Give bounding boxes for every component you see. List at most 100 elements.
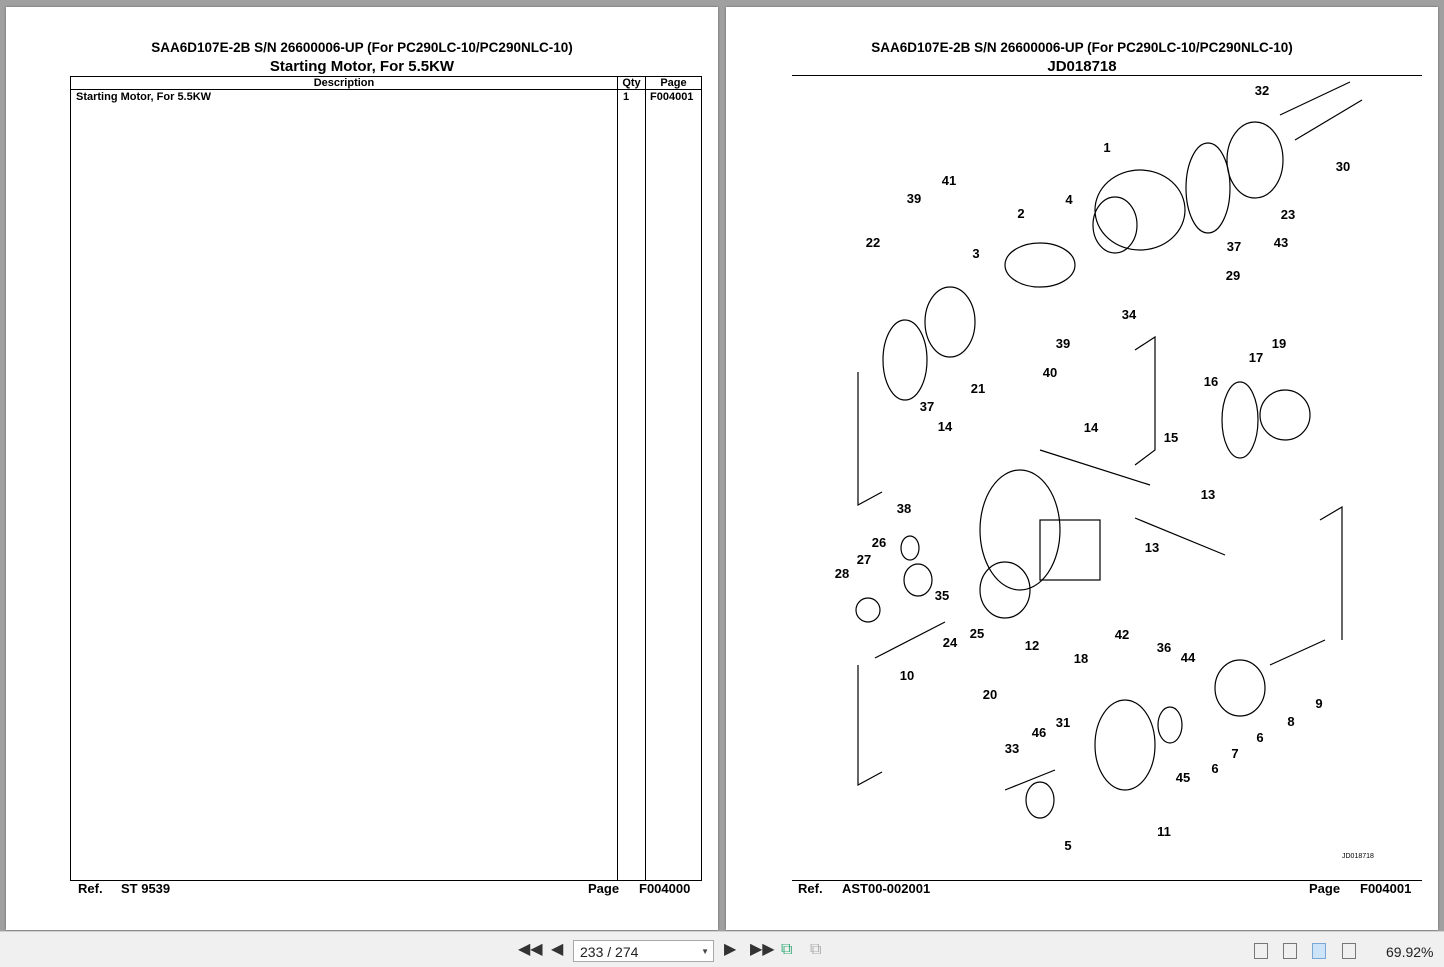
yoke-end	[1092, 196, 1138, 254]
right-page: SAA6D107E-2B S/N 26600006-UP (For PC290L…	[726, 7, 1438, 930]
callout-17: 17	[1249, 350, 1263, 365]
page-indicator: 233 / 274	[580, 944, 639, 960]
bolt-30	[1294, 99, 1363, 141]
callout-3: 3	[972, 246, 979, 261]
callout-41: 41	[942, 173, 956, 188]
page-value: F004001	[1360, 881, 1412, 896]
callout-4: 4	[1065, 192, 1073, 207]
ref-label: Ref.	[78, 881, 103, 896]
callout-12: 12	[1025, 638, 1039, 653]
callout-42: 42	[1115, 627, 1129, 642]
callout-45: 45	[1176, 770, 1190, 785]
callout-13: 13	[1201, 487, 1215, 502]
facing-pages-view-icon[interactable]	[1312, 943, 1326, 959]
bolt-32	[1279, 81, 1351, 116]
callout-37: 37	[1227, 239, 1241, 254]
ref-value: ST 9539	[121, 881, 171, 896]
callout-2: 2	[1017, 206, 1024, 221]
bracket-line	[1039, 449, 1151, 486]
bracket-line	[857, 665, 883, 787]
page-label: Page	[1309, 881, 1341, 896]
go-back-view-icon[interactable]: ⧉	[781, 941, 793, 958]
page-subtitle: Starting Motor, For 5.5KW	[269, 58, 455, 75]
callout-1: 1	[1103, 140, 1110, 155]
figure-id: JD018718	[1342, 853, 1374, 860]
page-subtitle: JD018718	[1047, 58, 1117, 75]
callout-25: 25	[970, 626, 984, 641]
next-page-icon[interactable]: ▶	[724, 941, 737, 958]
ref-value: AST00-002001	[842, 881, 931, 896]
page-value: F004000	[639, 881, 691, 896]
bracket-line	[857, 372, 883, 507]
part-28	[855, 597, 881, 623]
callout-6: 6	[1211, 761, 1218, 776]
callout-28: 28	[835, 566, 849, 581]
callout-43: 43	[1274, 235, 1288, 250]
callout-22: 22	[866, 235, 880, 250]
previous-page-icon[interactable]: ◀	[551, 941, 564, 958]
callout-37: 37	[920, 399, 934, 414]
bracket-line	[1134, 517, 1226, 556]
row-page-link[interactable]: F004001	[645, 89, 702, 881]
column-header-page: Page	[645, 76, 702, 90]
page-number-select[interactable]: 233 / 274 ▼	[573, 940, 714, 962]
column-header-description: Description	[70, 76, 618, 90]
gear-5	[1025, 781, 1055, 819]
ref-label: Ref.	[798, 881, 823, 896]
housing-block	[1039, 519, 1101, 581]
table-row: Starting Motor, For 5.5KW 1 F004001	[70, 89, 702, 881]
gasket-37	[1185, 142, 1231, 234]
callout-30: 30	[1336, 159, 1350, 174]
continuous-facing-view-icon[interactable]	[1342, 943, 1356, 959]
housing-12	[979, 469, 1061, 591]
callout-39: 39	[1056, 336, 1070, 351]
callout-35: 35	[935, 588, 949, 603]
left-page: SAA6D107E-2B S/N 26600006-UP (For PC290L…	[6, 7, 718, 930]
row-description: Starting Motor, For 5.5KW	[70, 89, 618, 881]
gasket-37b	[882, 319, 928, 401]
page-label: Page	[588, 881, 620, 896]
go-forward-view-icon[interactable]: ⧉	[810, 941, 822, 958]
zoom-level[interactable]: 69.92%	[1386, 944, 1434, 960]
callout-46: 46	[1032, 725, 1046, 740]
callout-24: 24	[943, 635, 958, 650]
brush-holder-21	[924, 286, 976, 358]
callout-21: 21	[971, 381, 985, 396]
callout-32: 32	[1255, 83, 1269, 98]
callout-15: 15	[1164, 430, 1178, 445]
continuous-view-icon[interactable]	[1283, 943, 1297, 959]
callout-33: 33	[1005, 741, 1019, 756]
callout-9: 9	[1315, 696, 1322, 711]
callout-8: 8	[1287, 714, 1294, 729]
motor-yoke	[1094, 169, 1186, 251]
callout-18: 18	[1074, 651, 1088, 666]
pinion-6	[1214, 659, 1266, 717]
single-page-view-icon[interactable]	[1254, 943, 1268, 959]
callout-14: 14	[938, 419, 953, 434]
callout-7: 7	[1231, 746, 1238, 761]
last-page-icon[interactable]: ▶▶	[750, 941, 775, 958]
callout-38: 38	[897, 501, 911, 516]
housing-flange	[979, 561, 1031, 619]
callout-34: 34	[1122, 307, 1137, 322]
bolt-33	[1004, 769, 1056, 791]
gasket-45	[1157, 706, 1183, 744]
first-page-icon[interactable]: ◀◀	[518, 941, 543, 958]
viewer-toolbar: ◀◀ ◀ 233 / 274 ▼ ▶ ▶▶ ⧉ ⧉ 69.92%	[0, 931, 1444, 967]
callout-44: 44	[1181, 650, 1196, 665]
callout-39: 39	[907, 191, 921, 206]
end-cover-23	[1226, 121, 1284, 199]
callout-20: 20	[983, 687, 997, 702]
bracket-line	[1134, 335, 1156, 466]
gear-26	[903, 563, 933, 597]
page-title: SAA6D107E-2B S/N 26600006-UP (For PC290L…	[871, 40, 1293, 55]
bracket-line	[1319, 505, 1343, 640]
callout-26: 26	[872, 535, 886, 550]
parts-table: Description Qty Page Starting Motor, For…	[70, 76, 702, 881]
gear-38	[900, 535, 920, 561]
callout-29: 29	[1226, 268, 1240, 283]
callout-40: 40	[1043, 365, 1057, 380]
callout-10: 10	[900, 668, 914, 683]
callout-5: 5	[1064, 838, 1071, 853]
gasket-16	[1221, 381, 1259, 459]
